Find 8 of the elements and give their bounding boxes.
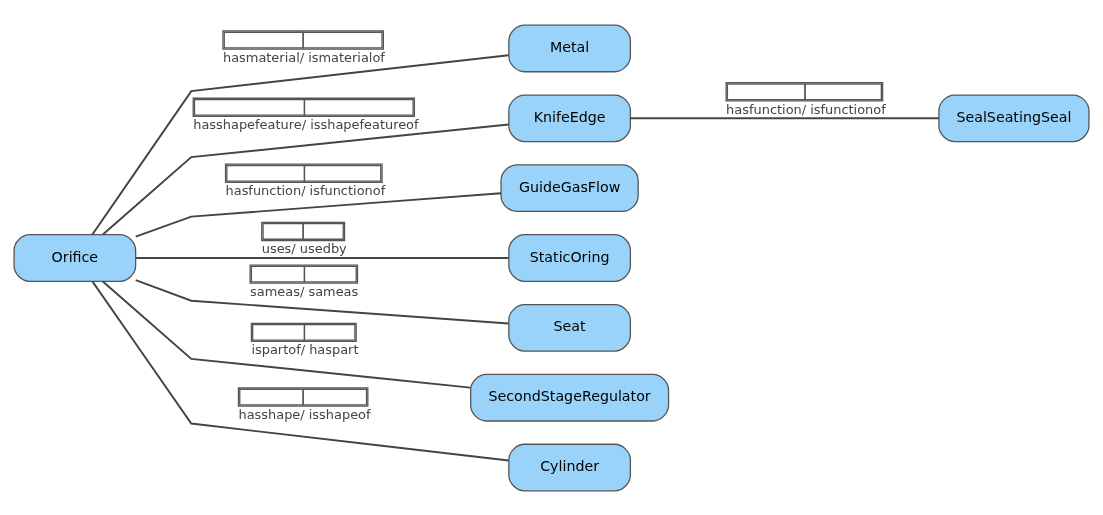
edge-label: ispartof/ haspart xyxy=(251,341,359,357)
edge-label: uses/ usedby xyxy=(261,240,347,256)
edge-label: hasmaterial/ ismaterialof xyxy=(222,49,385,65)
edge-label: sameas/ sameas xyxy=(250,283,359,299)
edge-label: hasfunction/ isfunctionof xyxy=(225,182,386,198)
edge-label: hasfunction/ isfunctionof xyxy=(726,101,886,117)
edge-label: hasshape/ isshapeof xyxy=(238,406,371,422)
edge-label: hasshapefeature/ isshapefeatureof xyxy=(193,116,419,132)
